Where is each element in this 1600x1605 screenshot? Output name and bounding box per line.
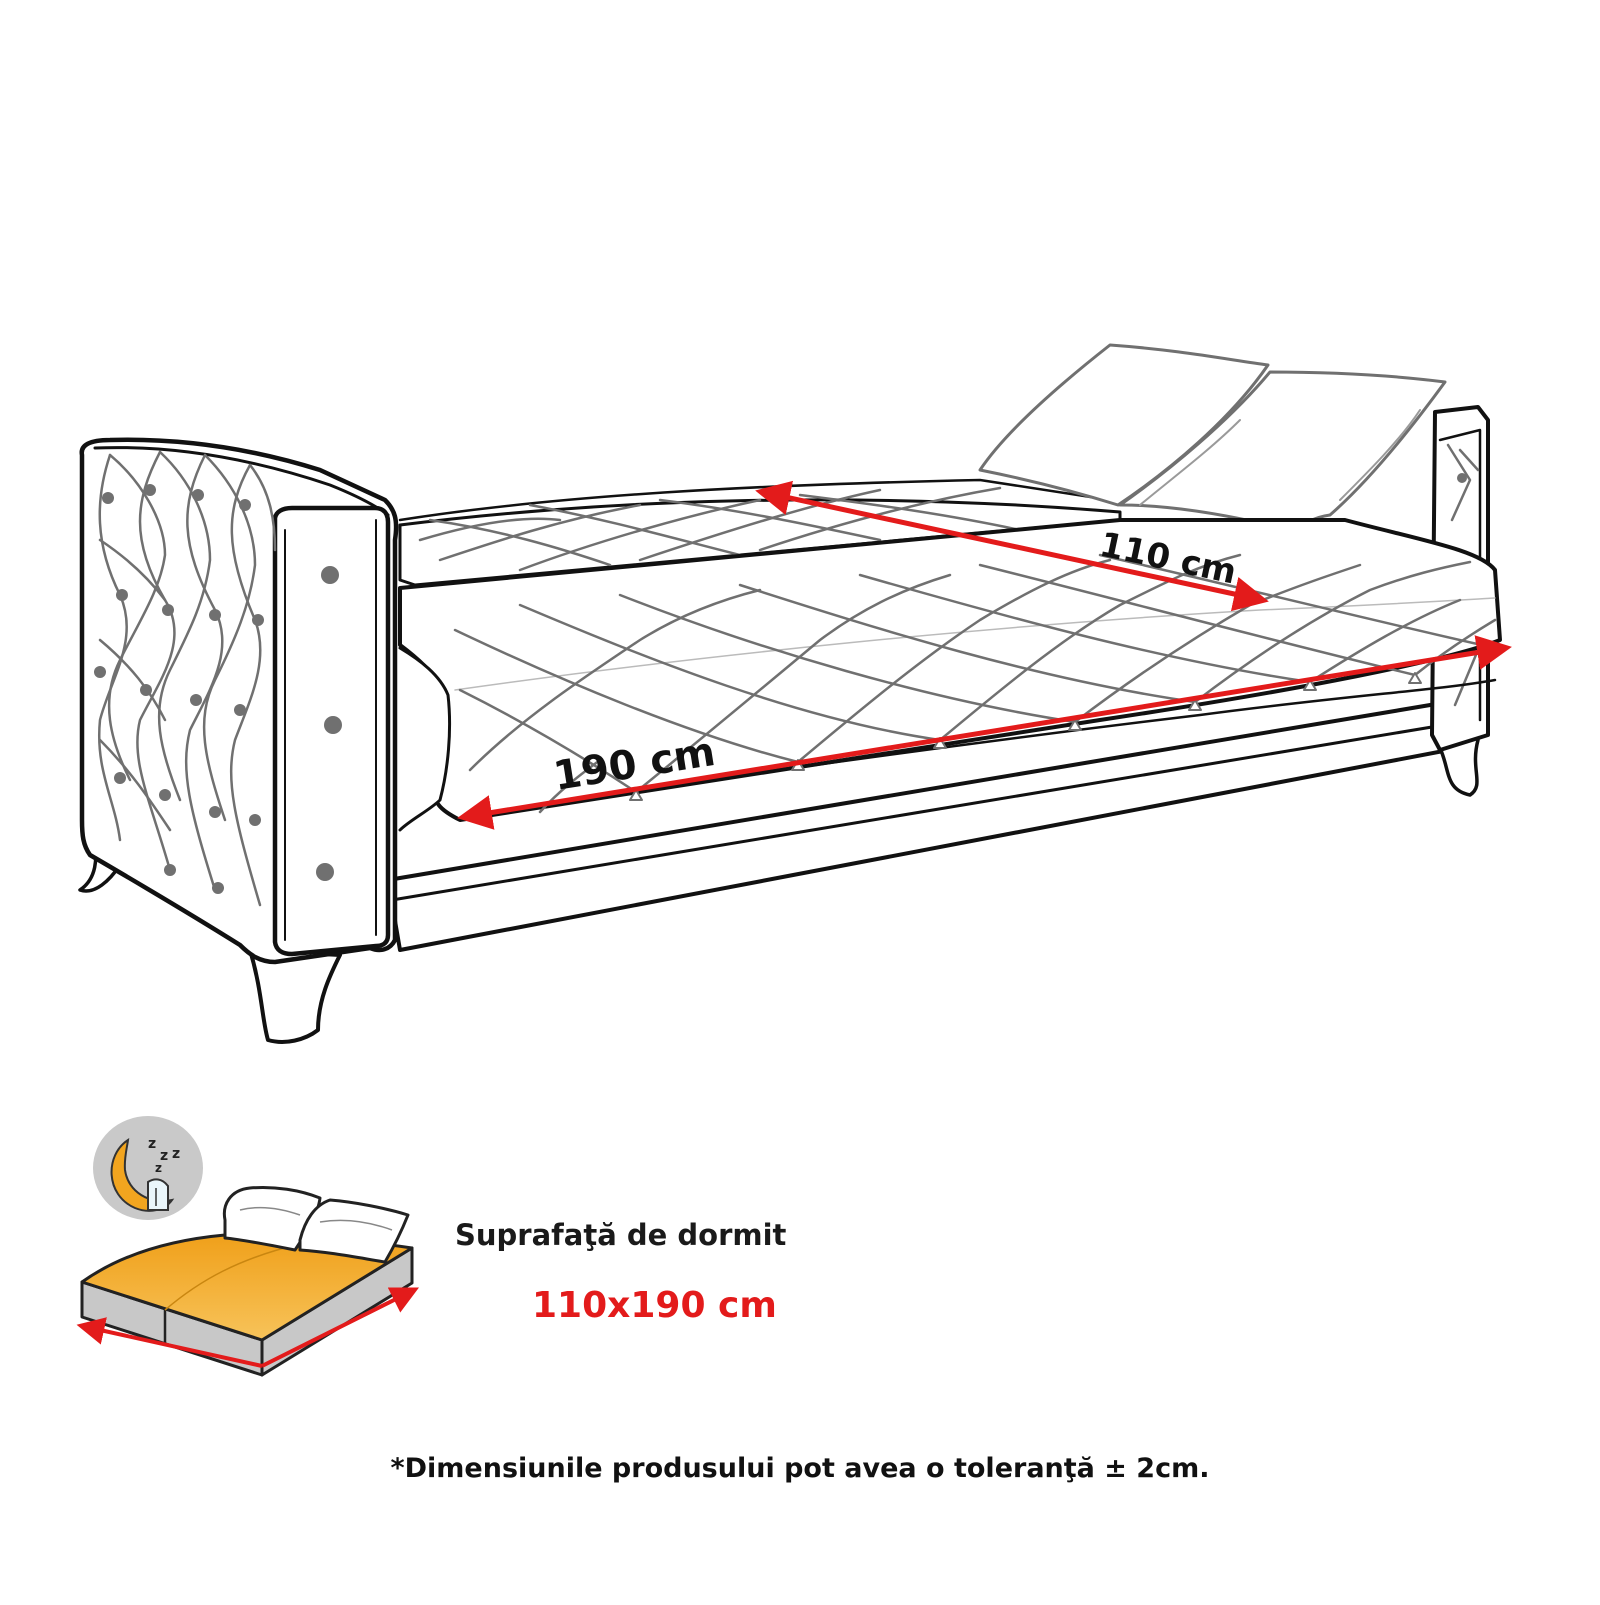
pillows bbox=[978, 343, 1447, 535]
sleeping-surface-size: 110x190 cm bbox=[532, 1285, 777, 1326]
svg-text:z: z bbox=[160, 1148, 168, 1164]
left-armrest bbox=[79, 437, 399, 965]
bed-mattress-icon bbox=[76, 1186, 420, 1377]
sleeping-surface-title: Suprafaţă de dormit bbox=[455, 1218, 787, 1252]
svg-text:z: z bbox=[172, 1146, 180, 1162]
svg-text:z: z bbox=[148, 1136, 156, 1152]
length-arrow bbox=[457, 635, 1512, 830]
moon-sleep-icon: z z z z bbox=[93, 1116, 203, 1220]
width-arrow bbox=[755, 480, 1269, 612]
svg-text:z: z bbox=[155, 1161, 162, 1175]
left-front-leg bbox=[248, 948, 342, 1044]
tolerance-note: *Dimensiunile produsului pot avea o tole… bbox=[390, 1453, 1210, 1484]
sofa-bed-drawing bbox=[78, 343, 1512, 1044]
